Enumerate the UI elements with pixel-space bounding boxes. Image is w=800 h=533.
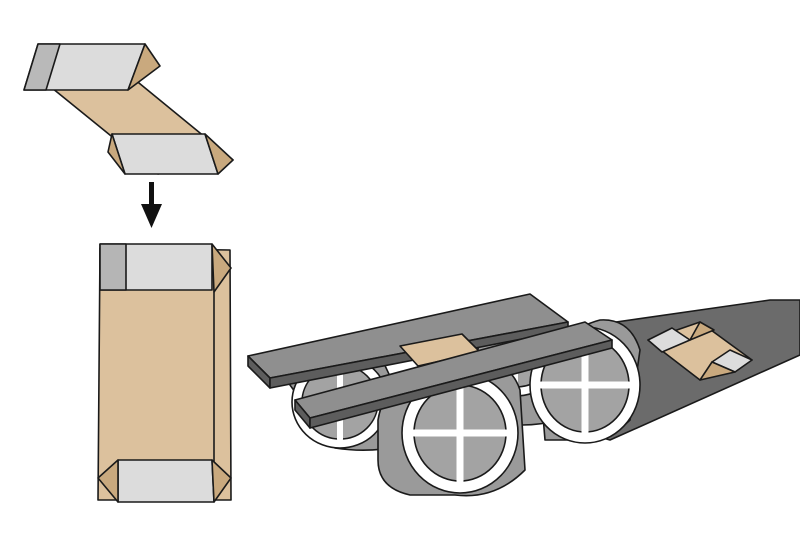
unfolded-bag-top-flap (23, 43, 61, 91)
squared-bag-top-gusset (211, 243, 232, 293)
unfolded-bag-bottom-side-left (107, 133, 126, 175)
squared-bag-bottom-left-gusset (97, 459, 119, 503)
squared-bag-bottom-right-gusset (211, 459, 232, 503)
squared-bag-bottom-end (117, 459, 215, 503)
arrow-down-icon (141, 182, 162, 228)
unfolded-bag-bottom-opening (111, 133, 219, 175)
incoming-bag (647, 321, 753, 381)
unfolded-bag (23, 43, 234, 175)
squared-bag-top-flap (99, 243, 127, 291)
squaring-machine (247, 293, 800, 497)
squared-bag (97, 243, 232, 503)
unfolded-bag-bottom-side (204, 133, 234, 175)
unfolded-bag-top-gusset (127, 43, 161, 91)
front-drum-left (377, 363, 526, 497)
